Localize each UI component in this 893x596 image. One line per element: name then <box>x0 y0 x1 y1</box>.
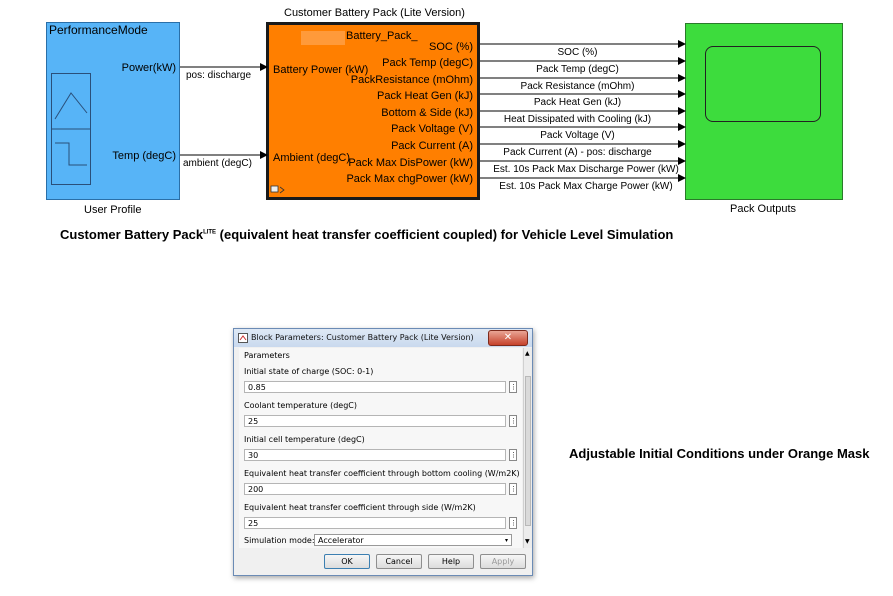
battery-inner-title: Battery_Pack_ <box>346 30 418 42</box>
close-button[interactable]: ✕ <box>488 330 528 346</box>
wire-label-max-charge: Est. 10s Pack Max Charge Power (kW) <box>499 181 673 192</box>
sim-mode-label: Simulation mode: <box>244 536 315 545</box>
pack-outputs-caption: Pack Outputs <box>730 203 797 215</box>
dialog-scrollbar[interactable]: ▲ ▼ <box>523 348 532 548</box>
profile-port-temp: Temp (degC) <box>112 150 176 162</box>
out-port-pack-resistance: PackResistance (mOhm) <box>350 74 473 86</box>
dialog-body: Parameters Initial state of charge (SOC:… <box>239 348 522 548</box>
cell-temp-options-icon[interactable]: ⋮ <box>509 449 517 461</box>
profile-block-title: PerformanceMode <box>49 23 148 37</box>
in-port-battery-power: Battery Power (kW) <box>273 64 369 76</box>
scope-screen-icon <box>705 46 821 122</box>
dialog-title: Block Parameters: Customer Battery Pack … <box>251 333 474 342</box>
in-port-ambient: Ambient (degC) <box>273 152 351 164</box>
customer-battery-pack-block[interactable]: Battery_Pack_ SOC (%) Pack Temp (degC) P… <box>266 22 480 200</box>
soc-field[interactable]: 0.85 <box>244 381 506 393</box>
out-port-bottom-side: Bottom & Side (kJ) <box>381 107 473 119</box>
masked-label-patch <box>301 31 345 45</box>
block-parameters-dialog: Block Parameters: Customer Battery Pack … <box>233 328 533 576</box>
cell-temp-field[interactable]: 30 <box>244 449 506 461</box>
out-port-heat-gen: Pack Heat Gen (kJ) <box>377 90 473 102</box>
dialog-titlebar[interactable]: Block Parameters: Customer Battery Pack … <box>234 329 532 347</box>
param-label-cell-temp: Initial cell temperature (degC) <box>244 435 365 444</box>
out-port-pack-temp: Pack Temp (degC) <box>382 57 473 69</box>
cancel-button[interactable]: Cancel <box>376 554 422 569</box>
bottom-cooling-field[interactable]: 200 <box>244 483 506 495</box>
out-port-max-chgpower: Pack Max chgPower (kW) <box>346 173 473 185</box>
simulink-app-icon <box>238 333 248 343</box>
user-profile-block[interactable]: PerformanceMode Power(kW) Temp (degC) <box>46 22 180 200</box>
battery-block-header: Customer Battery Pack (Lite Version) <box>284 7 465 19</box>
diagram-caption: Customer Battery PackLITE (equivalent he… <box>60 227 673 242</box>
block-badge-icon <box>270 185 285 194</box>
wire-label-heat-dissipated: Heat Dissipated with Cooling (kJ) <box>503 114 652 125</box>
signal-lines <box>180 40 686 182</box>
signal-waveform-icon <box>51 73 91 185</box>
apply-button[interactable]: Apply <box>480 554 526 569</box>
chevron-down-icon: ▾ <box>504 537 508 544</box>
wire-label-max-discharge: Est. 10s Pack Max Discharge Power (kW) <box>493 164 679 175</box>
simulation-mode-select[interactable]: Accelerator ▾ <box>314 534 512 546</box>
sim-mode-value: Accelerator <box>318 536 364 545</box>
scroll-thumb[interactable] <box>525 376 531 526</box>
scroll-down-icon[interactable]: ▼ <box>525 538 530 545</box>
parameters-section-label: Parameters <box>244 351 290 360</box>
caption-superscript: LITE <box>203 229 217 236</box>
ok-button[interactable]: OK <box>324 554 370 569</box>
coolant-temp-field[interactable]: 25 <box>244 415 506 427</box>
wire-label-pack-resistance: Pack Resistance (mOhm) <box>520 81 635 92</box>
param-label-side: Equivalent heat transfer coefficient thr… <box>244 503 476 512</box>
side-note: Adjustable Initial Conditions under Oran… <box>569 446 870 461</box>
wire-label-pack-temp: Pack Temp (degC) <box>536 64 619 75</box>
caption-main: Customer Battery Pack <box>60 227 204 242</box>
user-profile-caption: User Profile <box>84 204 142 216</box>
profile-port-power: Power(kW) <box>121 62 176 74</box>
out-port-pack-current: Pack Current (A) <box>391 140 473 152</box>
wire-label-pack-current: Pack Current (A) - pos: discharge <box>503 147 652 158</box>
out-port-soc: SOC (%) <box>429 41 473 53</box>
wire-label-ambient: ambient (degC) <box>183 158 252 169</box>
coolant-options-icon[interactable]: ⋮ <box>509 415 517 427</box>
soc-options-icon[interactable]: ⋮ <box>509 381 517 393</box>
scroll-up-icon[interactable]: ▲ <box>525 350 530 357</box>
help-button[interactable]: Help <box>428 554 474 569</box>
side-coefficient-field[interactable]: 25 <box>244 517 506 529</box>
wire-label-heat-gen: Pack Heat Gen (kJ) <box>533 97 622 108</box>
param-label-bottom-cooling: Equivalent heat transfer coefficient thr… <box>244 469 520 478</box>
out-port-max-dispower: Pack Max DisPower (kW) <box>348 157 473 169</box>
param-label-soc: Initial state of charge (SOC: 0-1) <box>244 367 374 376</box>
wire-label-pos-discharge: pos: discharge <box>186 70 252 81</box>
side-options-icon[interactable]: ⋮ <box>509 517 517 529</box>
param-label-coolant: Coolant temperature (degC) <box>244 401 357 410</box>
wire-label-soc: SOC (%) <box>557 47 598 58</box>
caption-rest: (equivalent heat transfer coefficient co… <box>216 227 674 242</box>
bottom-cooling-options-icon[interactable]: ⋮ <box>509 483 517 495</box>
wire-label-pack-voltage: Pack Voltage (V) <box>540 130 615 141</box>
out-port-pack-voltage: Pack Voltage (V) <box>391 123 473 135</box>
